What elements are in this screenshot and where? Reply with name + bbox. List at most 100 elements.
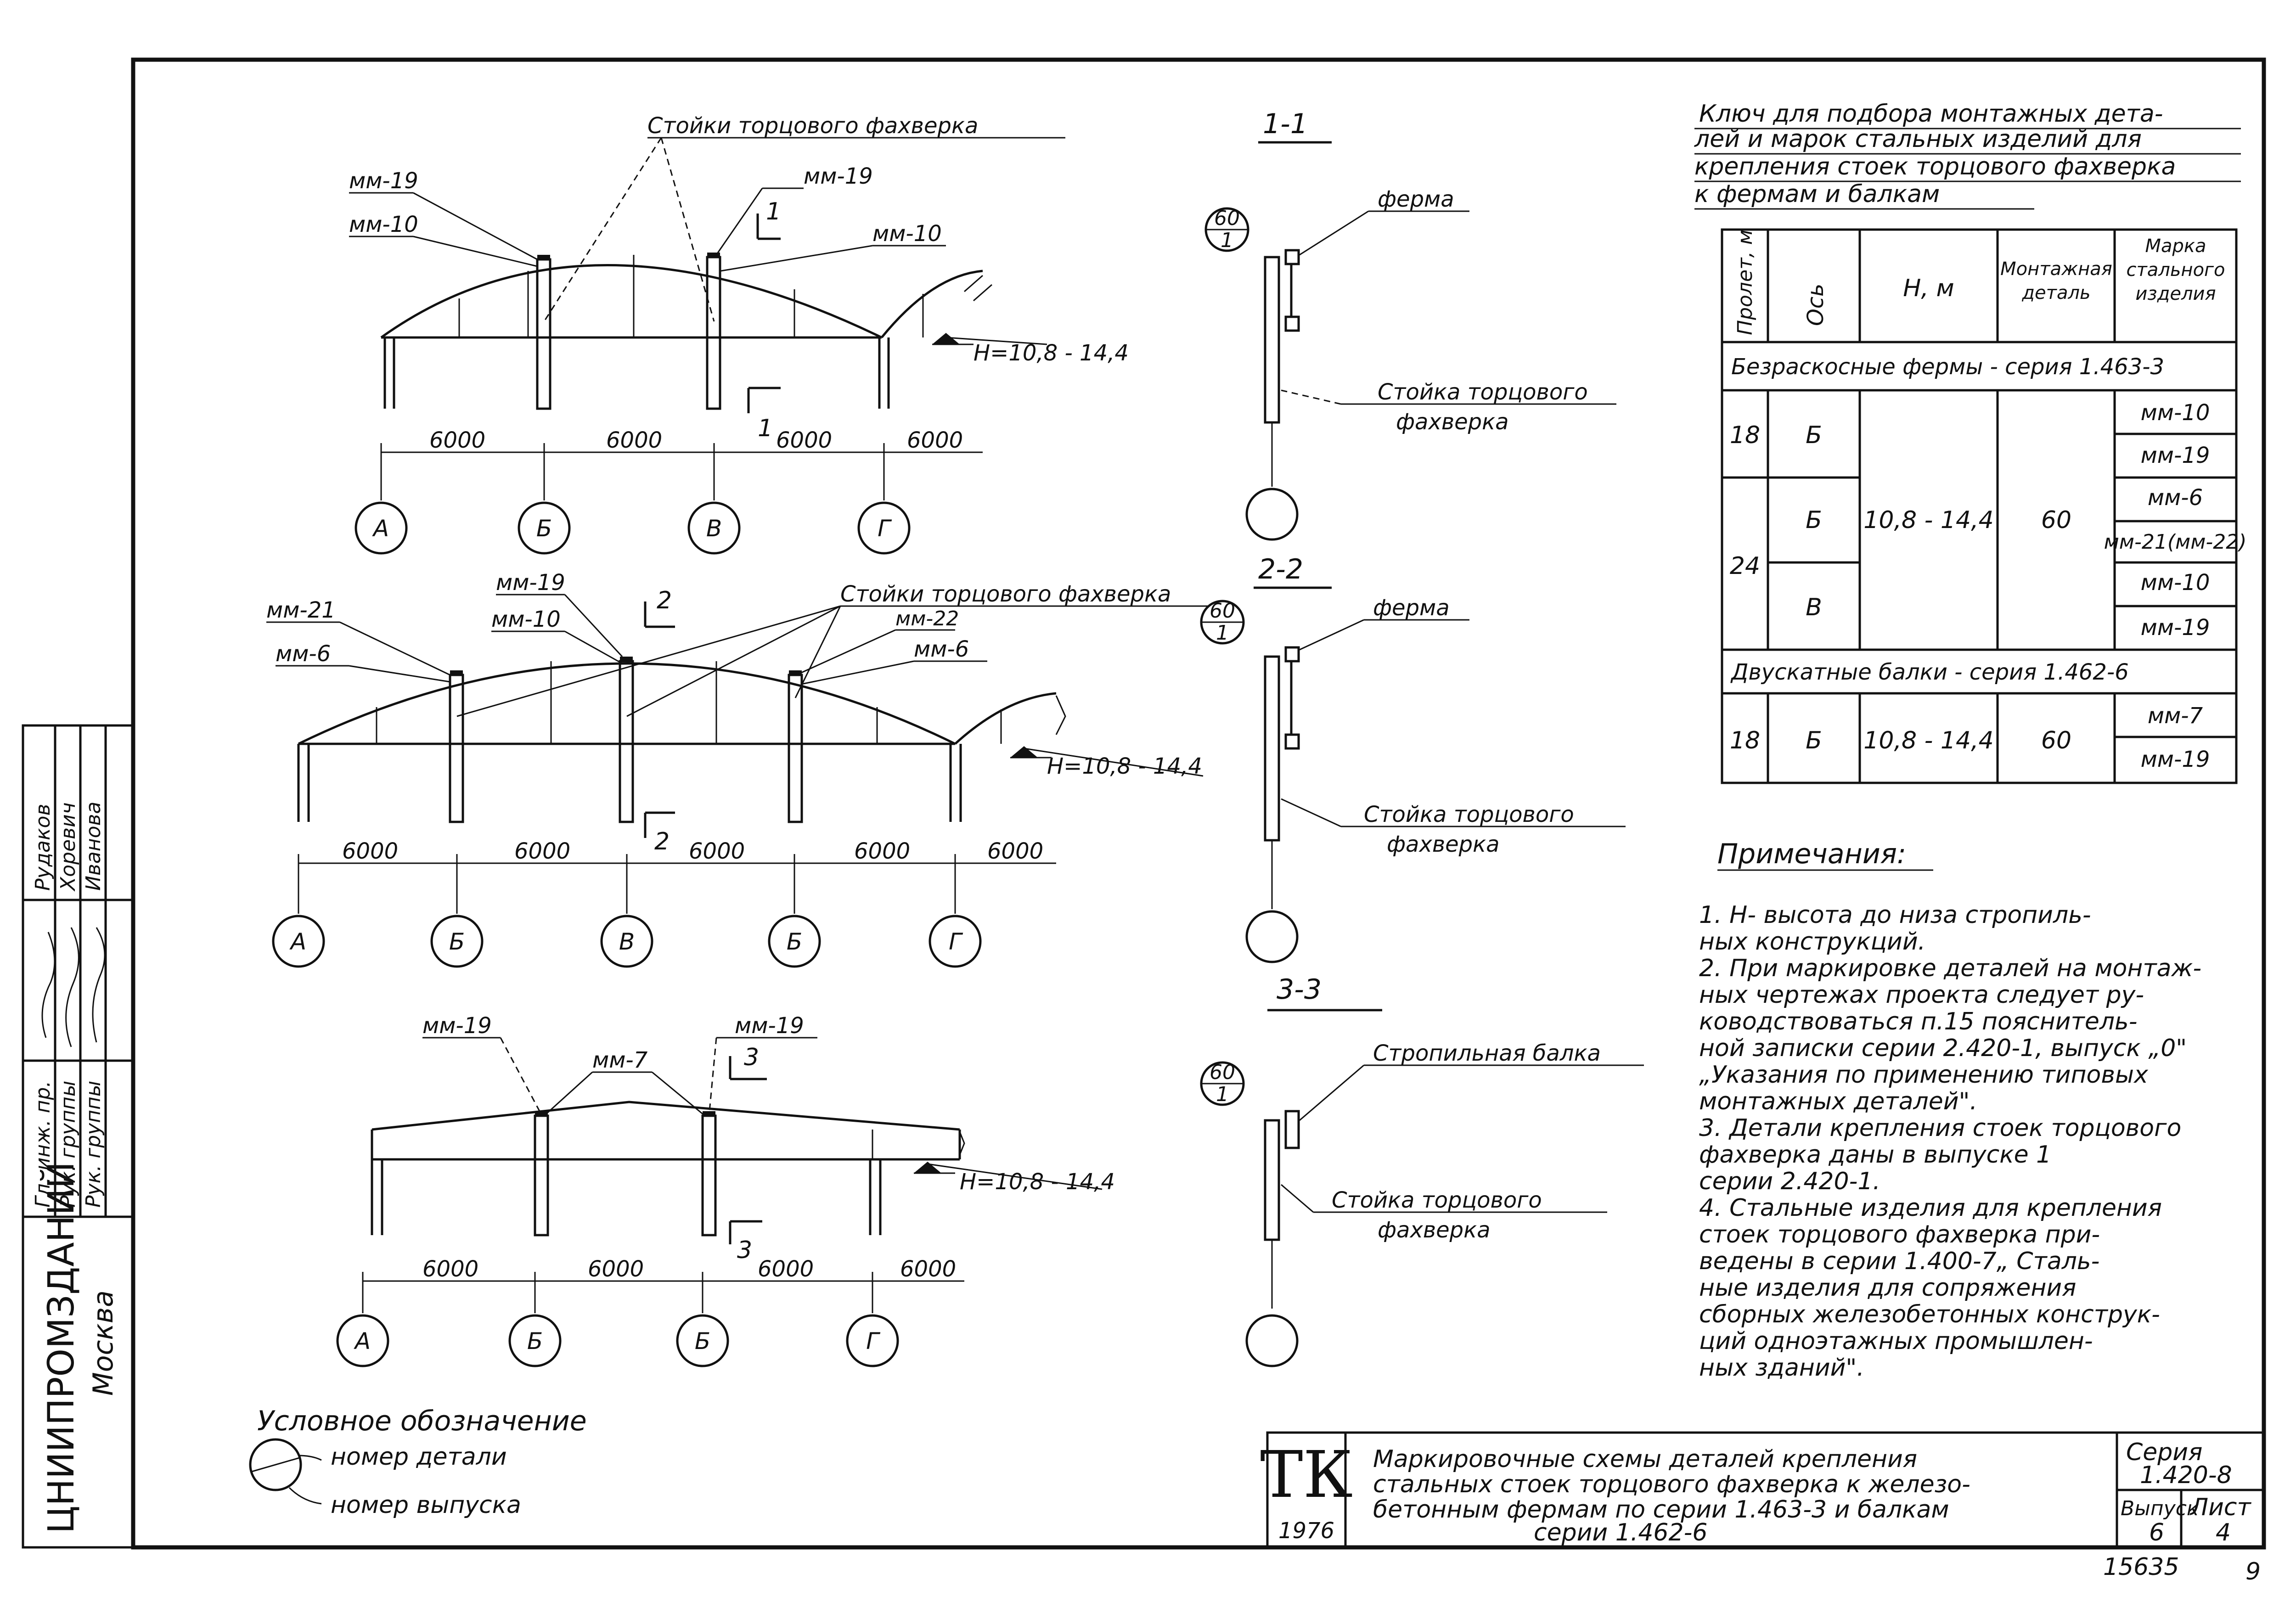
scheme-1-axis-1: А (372, 515, 389, 542)
sheet-value: 4 (2216, 1519, 2231, 1546)
key-detail-2: 60 (2041, 727, 2071, 754)
issue-value: 6 (2149, 1519, 2164, 1546)
key-span-24: 24 (1730, 552, 1760, 580)
stamp-name-3: Иванова (82, 802, 105, 891)
section-3-top-label: Стропильная балка (1373, 1040, 1601, 1066)
note-line-6: ной записки серии 2.420-1, выпуск „0" (1699, 1034, 2187, 1062)
scheme-3-height: H=10,8 - 14,4 (960, 1169, 1115, 1195)
stamp-org: ЦНИИПРОМЗДАНИЙ (40, 1162, 82, 1534)
key-header-span: Пролет, м (1733, 230, 1757, 335)
notes-title: Примечания: (1717, 838, 1906, 870)
section-1-detail-issue: 1 (1221, 229, 1233, 252)
legend-item-1: номер детали (331, 1443, 507, 1471)
scheme-1: H=10,8 - 14,4 1 1 мм-19 мм-10 мм-19 мм-1… (349, 113, 1129, 555)
key-header-detail-fo: Монтажная деталь (2000, 259, 2112, 304)
notes: Примечания: 1. H- высота до низа стропил… (1699, 838, 2201, 1382)
key-mark-8: мм-19 (2141, 747, 2210, 772)
key-title-1: Ключ для подбора монтажных дета- (1699, 100, 2163, 128)
stamp-role-2: Рук. группы (56, 1081, 80, 1208)
note-line-9: 3. Детали крепления стоек торцового (1699, 1114, 2181, 1142)
scheme-2-label-f: мм-6 (914, 636, 969, 662)
scheme-2-axis-4: Б (787, 928, 802, 955)
scheme-1-axis-4: Г (878, 515, 892, 542)
key-mark-3: мм-6 (2148, 485, 2203, 511)
key-axis-v: В (1806, 594, 1822, 621)
section-2-bottom-2: фахверка (1387, 832, 1500, 857)
key-title-2: лей и марок стальных изделий для (1694, 125, 2142, 153)
key-span-18: 18 (1730, 422, 1760, 449)
section-2-title: 2-2 (1258, 553, 1303, 585)
scheme-2-axis-1: А (289, 928, 306, 955)
scheme-2-label-a: мм-21 (266, 597, 336, 623)
section-1-title: 1-1 (1263, 108, 1308, 140)
scheme-1-title: Стойки торцового фахверка (647, 113, 978, 139)
section-1-1: 1-1 60 1 ферма Стойка торцового фахверка (1204, 108, 1616, 541)
scheme-3-span-4: 6000 (900, 1256, 956, 1282)
scheme-2-span-3: 6000 (689, 838, 745, 864)
title-year: 1976 (1278, 1518, 1334, 1544)
scheme-3: H=10,8 - 14,4 3 3 мм-19 мм-7 мм-19 6000 … (336, 1013, 1115, 1367)
scheme-1-height: H=10,8 - 14,4 (974, 340, 1129, 366)
section-3-bottom-1: Стойка торцового (1332, 1187, 1542, 1213)
scheme-3-label-b: мм-7 (592, 1047, 648, 1073)
key-axis-b1: Б (1806, 422, 1822, 449)
scheme-3-span-3: 6000 (758, 1256, 814, 1282)
scheme-2-section-bottom: 2 (654, 828, 670, 855)
section-3-3: 3-3 60 1 Стропильная балка Стойка торцов… (1200, 973, 1644, 1367)
section-3-bottom-2: фахверка (1378, 1217, 1491, 1243)
note-line-2: ных конструкций. (1699, 928, 1925, 956)
key-h-2: 10,8 - 14,4 (1863, 727, 1993, 754)
scheme-1-section-bottom: 1 (758, 415, 773, 442)
title-line-3: бетонным фермам по серии 1.463-3 и балка… (1373, 1496, 1949, 1523)
legend-title: Условное обозначение (257, 1405, 587, 1437)
key-mark-1: мм-10 (2141, 400, 2210, 426)
key-header-h: H, м (1903, 275, 1954, 302)
key-detail-1: 60 (2041, 506, 2071, 534)
section-1-top-label: ферма (1378, 186, 1454, 212)
note-line-1: 1. H- высота до низа стропиль- (1699, 901, 2091, 929)
note-line-4: ных чертежах проекта следует ру- (1699, 981, 2144, 1009)
legend: Условное обозначение номер детали номер … (249, 1405, 587, 1519)
scheme-2-height: H=10,8 - 14,4 (1047, 753, 1202, 779)
scheme-2-label-b: мм-6 (276, 641, 331, 667)
key-title-4: к фермам и балкам (1694, 180, 1940, 208)
stamp-name-1: Рудаков (31, 804, 55, 891)
scheme-2-label-e: мм-22 (895, 607, 959, 630)
scheme-3-section-bottom: 3 (737, 1237, 752, 1264)
section-2-detail-issue: 1 (1216, 621, 1229, 645)
series-label: Серия (2126, 1439, 2202, 1466)
note-line-5: ководствоваться п.15 пояснитель- (1699, 1008, 2137, 1035)
scheme-2-span-5: 6000 (987, 838, 1043, 864)
scheme-2: H=10,8 - 14,4 2 2 мм-21 мм-6 мм-19 мм-10… (266, 570, 1208, 968)
scheme-3-axis-3: Б (695, 1328, 710, 1355)
note-line-12: 4. Стальные изделия для крепления (1699, 1194, 2162, 1222)
title-line-4: серии 1.462-6 (1534, 1519, 1707, 1546)
scheme-3-axis-2: Б (527, 1328, 543, 1355)
scheme-1-span-1: 6000 (429, 427, 485, 453)
scheme-3-axis-1: А (354, 1328, 371, 1355)
legend-symbol (249, 1438, 302, 1491)
key-header-mark-fo: Марка стального изделия (2126, 236, 2225, 304)
scheme-1-label-b: мм-10 (349, 212, 418, 237)
scheme-3-span-2: 6000 (588, 1256, 644, 1282)
section-1-detail-num: 60 (1214, 207, 1240, 230)
scheme-2-axis-5: Г (949, 928, 963, 955)
scheme-2-span-2: 6000 (514, 838, 570, 864)
note-line-11: серии 2.420-1. (1699, 1168, 1880, 1195)
stamp-name-2: Хоревич (56, 802, 80, 892)
scheme-1-label-d: мм-10 (872, 221, 942, 247)
key-header-detail: Монтажная деталь (2000, 259, 2112, 304)
note-line-16: сборных железобетонных конструк- (1699, 1301, 2160, 1328)
scheme-1-axis-2: Б (536, 515, 552, 542)
title-line-1: Маркировочные схемы деталей крепления (1373, 1445, 1917, 1473)
scheme-2-section-top: 2 (657, 587, 672, 614)
signatures (41, 927, 106, 1047)
note-line-7: „Указания по применению типовых (1699, 1061, 2149, 1089)
section-2-top-label: ферма (1373, 595, 1450, 621)
title-tk: ТК (1260, 1438, 1353, 1512)
key-axis-b3: Б (1806, 727, 1822, 754)
key-span-18b: 18 (1730, 727, 1760, 754)
scheme-1-label-c: мм-19 (804, 163, 873, 189)
